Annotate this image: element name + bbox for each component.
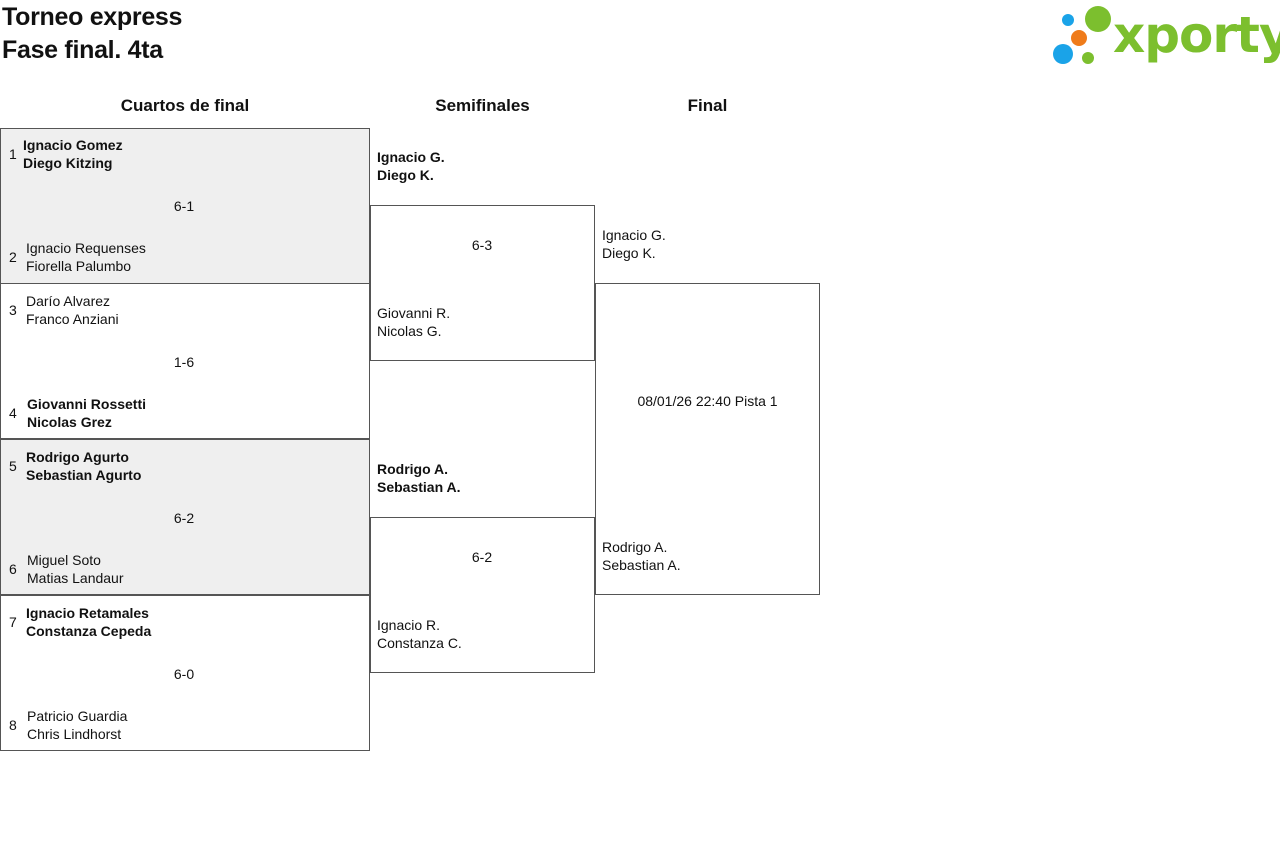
round-header-quarterfinals: Cuartos de final bbox=[120, 96, 250, 115]
semifinal-2-top-team[interactable]: Rodrigo A. Sebastian A. bbox=[377, 460, 461, 496]
xporty-logo-dots-icon bbox=[1053, 6, 1111, 64]
quarterfinal-match-2[interactable]: 3 Darío Alvarez Franco Anziani 1-6 4 Gio… bbox=[0, 283, 370, 439]
final-top-team[interactable]: Ignacio G. Diego K. bbox=[602, 226, 666, 262]
player-name: Giovanni Rossetti bbox=[27, 396, 147, 412]
player-name: Sebastian A. bbox=[602, 557, 681, 573]
match-score: 6-2 bbox=[471, 549, 493, 565]
seed-number: 2 bbox=[9, 249, 17, 265]
final-match[interactable]: 08/01/26 22:40 Pista 1 Rodrigo A. Sebast… bbox=[595, 283, 820, 595]
final-schedule: 08/01/26 22:40 Pista 1 bbox=[637, 393, 778, 409]
final-bottom-team: Rodrigo A. Sebastian A. bbox=[602, 538, 681, 574]
team-entry: Miguel Soto Matias Landaur bbox=[27, 551, 124, 587]
player-name: Ignacio Requenses bbox=[26, 240, 146, 256]
quarterfinal-match-1[interactable]: 1 Ignacio Gomez Diego Kitzing 6-1 2 Igna… bbox=[0, 128, 370, 284]
seed-number: 7 bbox=[9, 614, 17, 630]
player-name: Diego K. bbox=[377, 167, 434, 183]
player-name: Ignacio G. bbox=[377, 149, 445, 165]
player-name: Sebastian Agurto bbox=[26, 467, 142, 483]
player-name: Franco Anziani bbox=[26, 311, 119, 327]
player-name: Diego K. bbox=[602, 245, 656, 261]
seed-number: 4 bbox=[9, 405, 17, 421]
player-name: Rodrigo A. bbox=[377, 461, 449, 477]
xporty-logo[interactable]: xporty bbox=[1050, 4, 1280, 68]
tournament-subtitle: Fase final. 4ta bbox=[2, 36, 163, 64]
match-score: 6-3 bbox=[471, 237, 493, 253]
quarterfinal-match-3[interactable]: 5 Rodrigo Agurto Sebastian Agurto 6-2 6 … bbox=[0, 439, 370, 595]
player-name: Nicolas G. bbox=[377, 323, 442, 339]
player-name: Ignacio Gomez bbox=[23, 137, 123, 153]
player-name: Fiorella Palumbo bbox=[26, 258, 132, 274]
team-entry: Patricio Guardia Chris Lindhorst bbox=[27, 707, 127, 743]
seed-number: 1 bbox=[9, 146, 17, 162]
xporty-logo-wordmark: xporty bbox=[1113, 6, 1280, 64]
semifinal-1-top-team[interactable]: Ignacio G. Diego K. bbox=[377, 148, 445, 184]
team-entry: Ignacio Gomez Diego Kitzing bbox=[23, 136, 123, 172]
player-name: Giovanni R. bbox=[377, 305, 451, 321]
team-entry: Ignacio Requenses Fiorella Palumbo bbox=[26, 239, 146, 275]
team-entry: Rodrigo Agurto Sebastian Agurto bbox=[26, 448, 141, 484]
player-name: Rodrigo Agurto bbox=[26, 449, 129, 465]
tournament-title: Torneo express bbox=[2, 3, 183, 31]
seed-number: 5 bbox=[9, 458, 17, 474]
round-header-semifinals: Semifinales bbox=[435, 96, 530, 115]
player-name: Matias Landaur bbox=[27, 570, 124, 586]
match-score: 6-2 bbox=[173, 510, 195, 526]
player-name: Chris Lindhorst bbox=[27, 726, 122, 742]
player-name: Ignacio G. bbox=[602, 227, 666, 243]
match-score: 1-6 bbox=[173, 354, 195, 370]
team-entry: Giovanni Rossetti Nicolas Grez bbox=[27, 395, 146, 431]
player-name: Diego Kitzing bbox=[23, 155, 113, 171]
player-name: Miguel Soto bbox=[27, 552, 101, 568]
player-name: Nicolas Grez bbox=[27, 414, 112, 430]
player-name: Rodrigo A. bbox=[602, 539, 668, 555]
player-name: Ignacio Retamales bbox=[26, 605, 149, 621]
player-name: Constanza C. bbox=[377, 635, 462, 651]
match-score: 6-1 bbox=[173, 198, 195, 214]
team-entry: Ignacio Retamales Constanza Cepeda bbox=[26, 604, 151, 640]
semifinal-2-bottom-team: Ignacio R. Constanza C. bbox=[377, 616, 462, 652]
round-header-final: Final bbox=[687, 96, 728, 115]
seed-number: 8 bbox=[9, 717, 17, 733]
player-name: Sebastian A. bbox=[377, 479, 461, 495]
player-name: Ignacio R. bbox=[377, 617, 441, 633]
player-name: Constanza Cepeda bbox=[26, 623, 152, 639]
team-entry: Darío Alvarez Franco Anziani bbox=[26, 292, 119, 328]
player-name: Darío Alvarez bbox=[26, 293, 111, 309]
semifinal-match-2[interactable]: 6-2 Ignacio R. Constanza C. bbox=[370, 517, 595, 673]
player-name: Patricio Guardia bbox=[27, 708, 128, 724]
match-score: 6-0 bbox=[173, 666, 195, 682]
seed-number: 3 bbox=[9, 302, 17, 318]
seed-number: 6 bbox=[9, 561, 17, 577]
semifinal-match-1[interactable]: 6-3 Giovanni R. Nicolas G. bbox=[370, 205, 595, 361]
quarterfinal-match-4[interactable]: 7 Ignacio Retamales Constanza Cepeda 6-0… bbox=[0, 595, 370, 751]
semifinal-1-bottom-team: Giovanni R. Nicolas G. bbox=[377, 304, 450, 340]
